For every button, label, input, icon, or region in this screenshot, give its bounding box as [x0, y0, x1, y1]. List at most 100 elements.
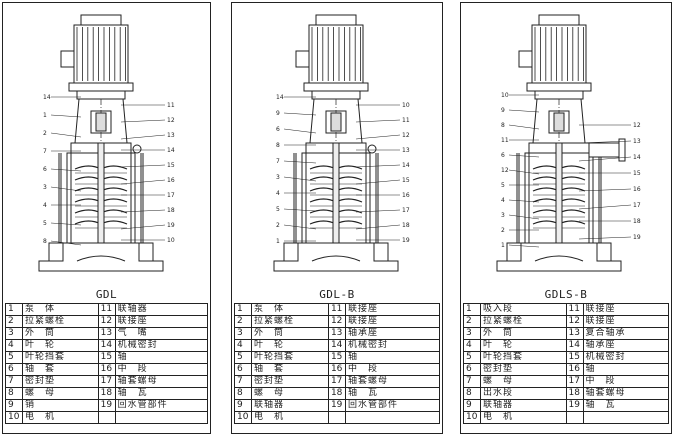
leader-line	[508, 199, 540, 203]
part-name: 泵 体	[251, 303, 329, 316]
callout-label: 17	[633, 202, 641, 209]
callout-label: 7	[43, 148, 47, 155]
part-number: 17	[565, 375, 584, 388]
part-number: 3	[5, 327, 23, 340]
leader-line	[578, 204, 632, 210]
callout-label: 16	[402, 192, 410, 199]
part-name: 外 筒	[480, 327, 567, 340]
callout-label: 8	[43, 238, 47, 245]
part-name: 叶 轮	[480, 339, 567, 352]
part-number: 7	[463, 375, 481, 388]
part-number: 1	[463, 303, 481, 316]
part-name: 螺 母	[251, 387, 329, 400]
callout-label: 6	[43, 166, 47, 173]
part-number	[97, 411, 116, 424]
coupling	[553, 112, 565, 132]
callout-label: 12	[501, 167, 509, 174]
leader-line	[120, 224, 166, 230]
part-number: 2	[5, 315, 23, 328]
part-name: 轴 套	[251, 363, 329, 376]
callout-label: 2	[501, 227, 505, 234]
leader-line	[50, 168, 82, 172]
pump-body	[38, 242, 164, 272]
volute	[76, 255, 126, 262]
part-name: 轴	[582, 363, 669, 376]
part-number: 16	[327, 363, 346, 376]
coupling	[95, 112, 107, 132]
volute	[311, 255, 361, 262]
leader-line	[508, 124, 540, 130]
leader-line	[355, 119, 401, 123]
callout-label: 7	[276, 158, 280, 165]
part-name: 中 段	[114, 363, 209, 376]
part-name: 联接座	[582, 315, 669, 328]
part-name: 拉紧螺栓	[480, 315, 567, 328]
callout-label: 3	[501, 212, 505, 219]
part-name: 电 机	[251, 411, 329, 424]
pump-body	[273, 242, 399, 272]
terminal-box	[518, 50, 533, 68]
part-name: 轴 瓦	[344, 387, 441, 400]
callout-label: 16	[633, 186, 641, 193]
part-number: 1	[234, 303, 252, 316]
part-name	[582, 411, 669, 424]
motor-flange-lower	[76, 90, 126, 100]
part-name: 拉紧螺栓	[251, 315, 329, 328]
callout-label: 11	[402, 117, 410, 124]
part-number: 12	[565, 315, 584, 328]
pump-body	[496, 242, 622, 272]
coupling	[330, 112, 342, 132]
callout-label: 4	[276, 190, 280, 197]
side-outlet-flange	[618, 138, 626, 162]
leader-line	[50, 114, 82, 118]
outlet-flange	[373, 242, 389, 262]
callout-label: 10	[402, 102, 410, 109]
part-name: 叶轮挡套	[22, 351, 99, 364]
part-number: 13	[97, 327, 116, 340]
part-name: 联轴器	[114, 303, 209, 316]
part-number: 8	[463, 387, 481, 400]
motor-top-cap	[80, 14, 122, 26]
callout-label: 2	[43, 130, 47, 137]
part-number: 18	[327, 387, 346, 400]
part-number: 2	[463, 315, 481, 328]
leader-line	[508, 154, 540, 158]
part-number: 16	[565, 363, 584, 376]
part-number: 4	[463, 339, 481, 352]
callout-label: 14	[276, 94, 284, 101]
callout-label: 14	[633, 154, 641, 161]
callout-label: 15	[167, 162, 175, 169]
motor-flange-lower	[311, 90, 361, 100]
part-number: 9	[5, 399, 23, 412]
leader-line	[50, 132, 82, 138]
callout-label: 10	[167, 237, 175, 244]
part-number: 3	[234, 327, 252, 340]
part-number: 3	[463, 327, 481, 340]
leader-line	[355, 224, 401, 230]
part-number: 15	[565, 351, 584, 364]
callout-label: 15	[402, 177, 410, 184]
part-name: 轴套螺母	[344, 375, 441, 388]
part-number: 7	[234, 375, 252, 388]
part-name: 轴 瓦	[582, 399, 669, 412]
part-number: 11	[565, 303, 584, 316]
part-name: 密封垫	[251, 375, 329, 388]
part-name: 电 机	[22, 411, 99, 424]
part-name	[344, 411, 441, 424]
leader-line	[355, 164, 401, 168]
part-name: 外 筒	[22, 327, 99, 340]
callout-label: 13	[633, 138, 641, 145]
part-number: 12	[97, 315, 116, 328]
